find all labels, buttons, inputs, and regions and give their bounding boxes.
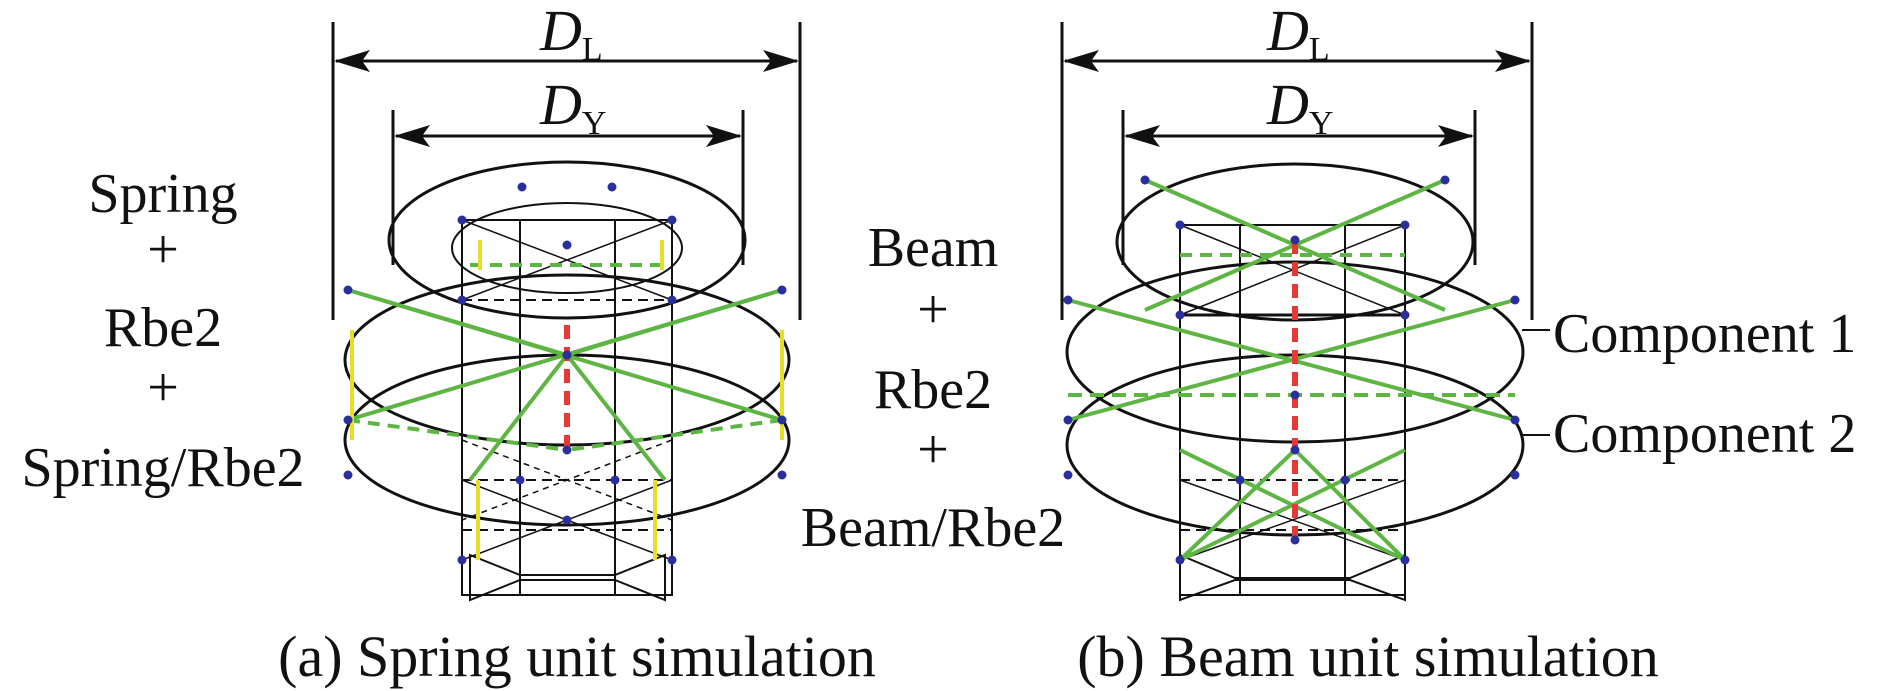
panel-spring: DL DY Spring + Rbe2 + Spring/Rbe2 — [21, 0, 875, 689]
dimension-dl-left: DL — [331, 0, 802, 320]
component-1-label: Component 1 — [1553, 303, 1856, 365]
nodes-left — [343, 182, 787, 565]
caption-right: (b) Beam unit simulation — [1077, 624, 1659, 689]
stack-item: Rbe2 — [874, 359, 992, 421]
stack-item: + — [147, 357, 179, 419]
stack-item: Spring — [88, 163, 237, 225]
dimension-dl-right: DL — [1060, 0, 1534, 320]
spring-model — [343, 160, 791, 602]
stack-item: + — [147, 219, 179, 281]
beam-links-right — [1067, 178, 1516, 562]
stack-item: Rbe2 — [104, 297, 222, 359]
dimension-dy-left: DY — [391, 72, 745, 265]
stack-item: + — [917, 279, 949, 341]
beam-model — [1065, 162, 1550, 602]
dl-label-left: DL — [539, 0, 603, 68]
stack-item: Beam — [868, 217, 999, 279]
stack-label-right: Beam + Rbe2 + Beam/Rbe2 — [801, 217, 1065, 559]
stack-item: Spring/Rbe2 — [21, 437, 304, 499]
dimension-dy-right: DY — [1121, 72, 1477, 265]
spring-elements-left — [350, 240, 784, 560]
caption-left: (a) Spring unit simulation — [278, 624, 876, 689]
dl-label-right: DL — [1266, 0, 1330, 68]
stack-item: Beam/Rbe2 — [801, 497, 1065, 559]
nodes-right — [1063, 175, 1520, 565]
stack-item: + — [917, 419, 949, 481]
component-2-label: Component 2 — [1553, 403, 1856, 465]
dy-label-left: DY — [539, 72, 606, 142]
dy-label-right: DY — [1266, 72, 1333, 142]
panel-beam: DL DY Beam + Rbe2 + Beam/Rbe2 — [801, 0, 1857, 689]
stack-label-left: Spring + Rbe2 + Spring/Rbe2 — [21, 163, 304, 499]
